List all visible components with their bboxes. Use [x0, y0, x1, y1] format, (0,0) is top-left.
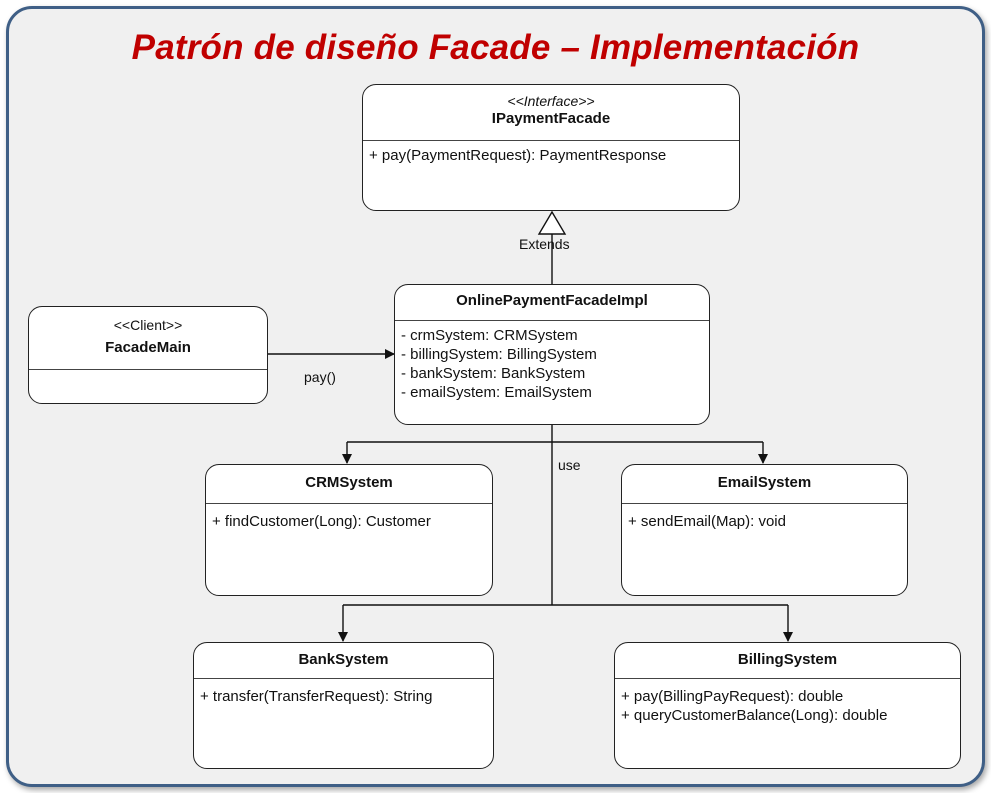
use-label: use — [558, 457, 581, 473]
class-method: + pay(PaymentRequest): PaymentResponse — [369, 147, 667, 164]
class-attribute: - billingSystem: BillingSystem — [401, 346, 597, 363]
class-method: + queryCustomerBalance(Long): double — [621, 707, 888, 724]
class-name: EmailSystem — [717, 474, 812, 491]
class-name: CRMSystem — [305, 474, 393, 491]
class-attribute: - crmSystem: CRMSystem — [401, 327, 578, 344]
class-method: + sendEmail(Map): void — [628, 513, 786, 530]
diagram-title: Patrón de diseño Facade – Implementación — [131, 28, 860, 67]
class-crmsystem: CRMSystem + findCustomer(Long): Customer — [205, 464, 493, 596]
class-onlinepaymentfacadeimpl: OnlinePaymentFacadeImpl - crmSystem: CRM… — [394, 284, 710, 425]
class-facademain: <<Client>> FacadeMain — [28, 306, 268, 404]
class-stereotype: <<Client>> — [113, 317, 183, 333]
class-attribute: - bankSystem: BankSystem — [401, 365, 586, 382]
class-ipaymentfacade: <<Interface>> IPaymentFacade + pay(Payme… — [362, 84, 740, 211]
class-name: OnlinePaymentFacadeImpl — [456, 292, 648, 309]
class-method: + transfer(TransferRequest): String — [200, 688, 433, 705]
class-billingsystem: BillingSystem + pay(BillingPayRequest): … — [614, 642, 961, 769]
class-method: + pay(BillingPayRequest): double — [621, 688, 844, 705]
class-name: IPaymentFacade — [491, 110, 611, 127]
extends-label: Extends — [519, 236, 570, 252]
class-banksystem: BankSystem + transfer(TransferRequest): … — [193, 642, 494, 769]
class-stereotype: <<Interface>> — [507, 93, 595, 109]
class-attribute: - emailSystem: EmailSystem — [401, 384, 592, 401]
pay-call-label: pay() — [304, 369, 336, 385]
class-name: FacadeMain — [105, 339, 191, 356]
class-name: BankSystem — [298, 651, 389, 668]
extends-triangle — [537, 210, 567, 235]
class-method: + findCustomer(Long): Customer — [212, 513, 431, 530]
class-name: BillingSystem — [737, 651, 838, 668]
class-emailsystem: EmailSystem + sendEmail(Map): void — [621, 464, 908, 596]
